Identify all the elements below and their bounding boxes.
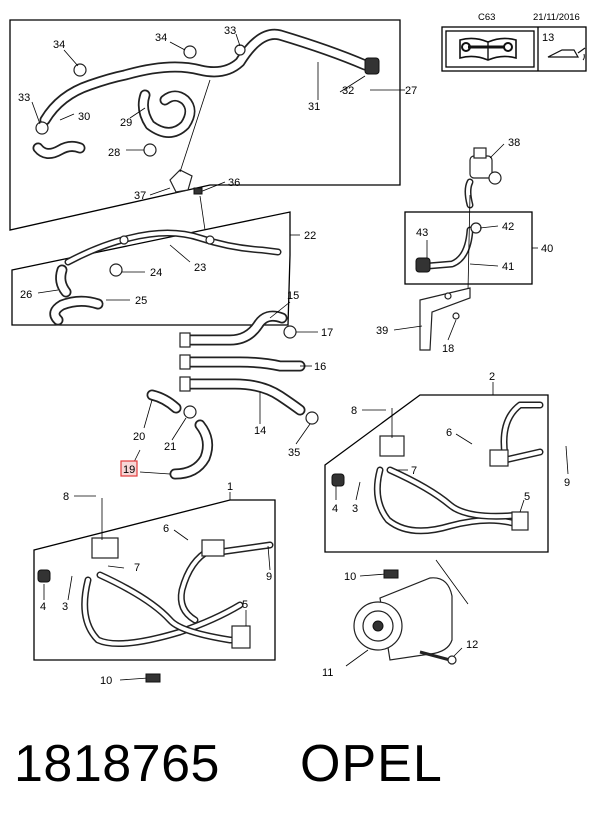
callout-37[interactable]: 37 [134, 190, 146, 202]
callout-16[interactable]: 16 [314, 361, 326, 373]
callout-34[interactable]: 34 [53, 39, 65, 51]
callout-41[interactable]: 41 [502, 261, 514, 273]
leaders-40 [393, 143, 505, 341]
callout-32[interactable]: 32 [342, 85, 354, 97]
callout-35[interactable]: 35 [288, 447, 300, 459]
group-22 [11, 211, 300, 326]
callout-15[interactable]: 15 [287, 290, 299, 302]
manual-icon [459, 37, 517, 61]
leaders-2 [335, 409, 569, 577]
callout-5[interactable]: 5 [524, 491, 530, 503]
leaders-27 [31, 33, 366, 196]
callout-6[interactable]: 6 [163, 523, 169, 535]
callout-22[interactable]: 22 [304, 230, 316, 242]
callout-3[interactable]: 3 [352, 503, 358, 515]
leader-11 [345, 649, 369, 667]
callout-20[interactable]: 20 [133, 431, 145, 443]
callout-8[interactable]: 8 [63, 491, 69, 503]
brand-name: OPEL [300, 735, 443, 793]
compressor-11 [353, 559, 469, 661]
hoses-19-21 [146, 389, 214, 480]
callout-19[interactable]: 19 [123, 464, 135, 476]
callout-18[interactable]: 18 [442, 343, 454, 355]
callout-9[interactable]: 9 [564, 477, 570, 489]
callout-4[interactable]: 4 [40, 601, 46, 613]
callout-40[interactable]: 40 [541, 243, 553, 255]
leaders-19-21 [133, 399, 187, 475]
callout-10[interactable]: 10 [344, 571, 356, 583]
callout-38[interactable]: 38 [508, 137, 520, 149]
callout-1[interactable]: 1 [227, 481, 233, 493]
bracket-39 [419, 287, 471, 351]
callout-34[interactable]: 34 [155, 32, 167, 44]
page-code: C63 [478, 12, 495, 23]
reference-box [441, 26, 587, 72]
callout-39[interactable]: 39 [376, 325, 388, 337]
callout-17[interactable]: 17 [321, 327, 333, 339]
callout-28[interactable]: 28 [108, 147, 120, 159]
callout-2[interactable]: 2 [489, 371, 495, 383]
leaders-1 [43, 495, 271, 681]
group-2 [324, 382, 549, 553]
callout-5[interactable]: 5 [242, 599, 248, 611]
callout-24[interactable]: 24 [150, 267, 162, 279]
callout-14[interactable]: 14 [254, 425, 266, 437]
callout-3[interactable]: 3 [62, 601, 68, 613]
highlighted-callout-19[interactable]: 19 [120, 460, 138, 477]
leaders-14-17 [259, 301, 318, 445]
callout-33[interactable]: 33 [18, 92, 30, 104]
group-1 [33, 492, 276, 661]
callout-31[interactable]: 31 [308, 101, 320, 113]
callout-12[interactable]: 12 [466, 639, 478, 651]
ref-box-number: 13 [542, 32, 554, 44]
leaders-22 [37, 244, 191, 301]
bolt-10 [145, 673, 161, 683]
bolt-12 [419, 647, 463, 665]
callout-29[interactable]: 29 [120, 117, 132, 129]
callout-30[interactable]: 30 [78, 111, 90, 123]
group-40 [404, 211, 538, 285]
callout-9[interactable]: 9 [266, 571, 272, 583]
callout-4[interactable]: 4 [332, 503, 338, 515]
bolt-10 [383, 569, 399, 579]
bolt-36 [193, 181, 226, 231]
valve-38 [464, 147, 502, 291]
callout-6[interactable]: 6 [446, 427, 452, 439]
page-date: 21/11/2016 [533, 12, 580, 23]
oil-can-icon [547, 47, 586, 61]
callout-25[interactable]: 25 [135, 295, 147, 307]
callout-8[interactable]: 8 [351, 405, 357, 417]
callout-23[interactable]: 23 [194, 262, 206, 274]
part-number: 1818765 [14, 735, 220, 793]
callout-11[interactable]: 11 [322, 667, 333, 679]
callout-10[interactable]: 10 [100, 675, 112, 687]
callout-36[interactable]: 36 [228, 177, 240, 189]
callout-26[interactable]: 26 [20, 289, 32, 301]
callout-21[interactable]: 21 [164, 441, 176, 453]
group-27 [9, 19, 405, 231]
callout-27[interactable]: 27 [405, 85, 417, 97]
callout-33[interactable]: 33 [224, 25, 236, 37]
callout-7[interactable]: 7 [134, 562, 140, 574]
callout-7[interactable]: 7 [411, 465, 417, 477]
callout-43[interactable]: 43 [416, 227, 428, 239]
callout-42[interactable]: 42 [502, 221, 514, 233]
